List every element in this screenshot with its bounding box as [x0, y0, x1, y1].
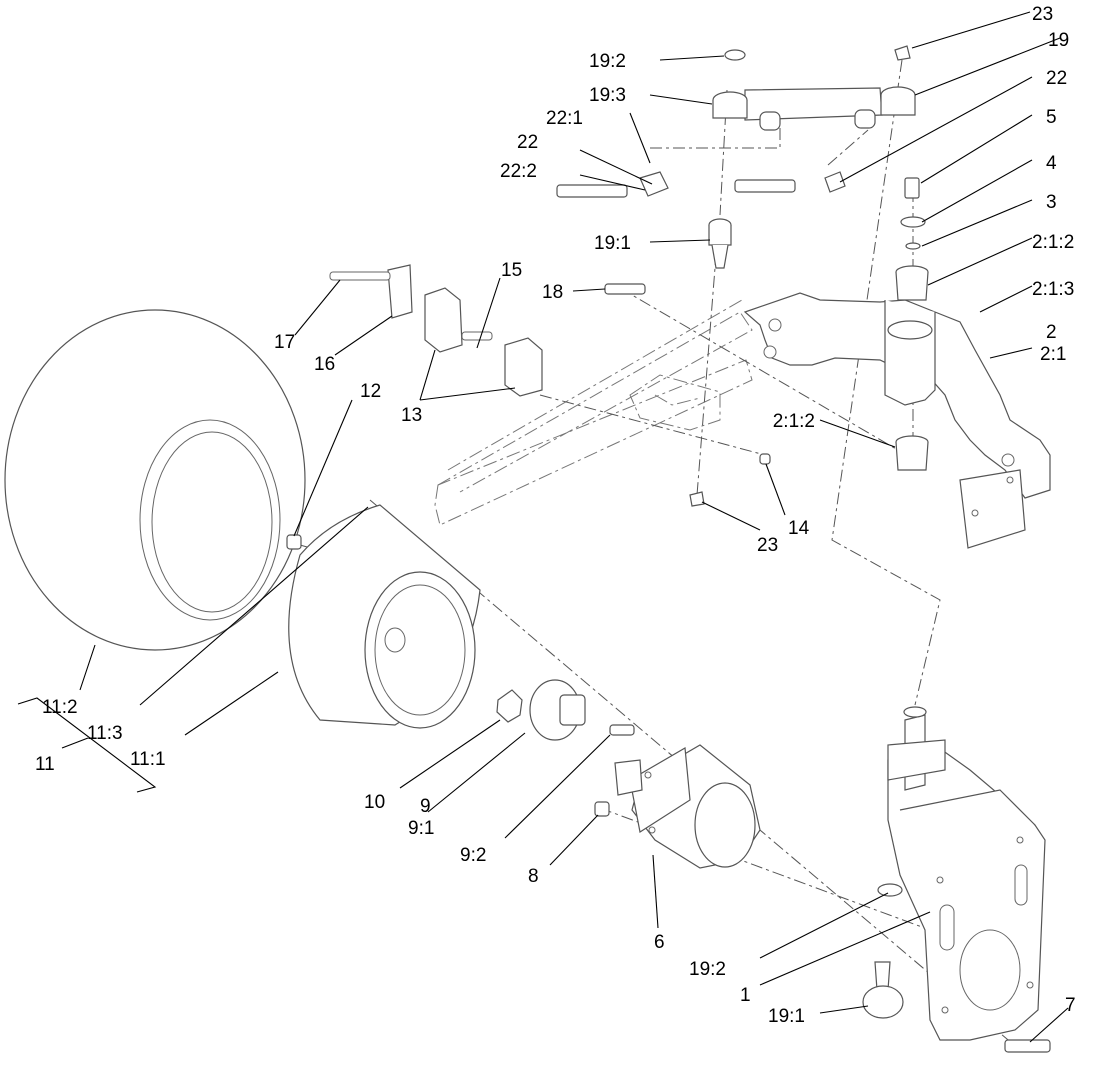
callout-18: 18 [542, 282, 563, 303]
leader-lines [17, 11, 1069, 1043]
hub [529, 679, 586, 741]
wheel-motor [614, 744, 761, 869]
callout-16: 16 [314, 354, 335, 375]
hydraulic-fitting-left [556, 171, 669, 198]
callout-22-1: 22:1 [546, 108, 583, 129]
callout-2-1-2-mid: 2:1:2 [773, 411, 815, 432]
callout-23-top: 23 [1032, 4, 1053, 25]
callout-6: 6 [654, 932, 665, 953]
callout-2-1-3: 2:1:3 [1032, 279, 1074, 300]
caster-arm [743, 292, 1051, 549]
callout-19-2-top: 19:2 [589, 51, 626, 72]
callout-7: 7 [1065, 995, 1076, 1016]
caster-fork [887, 706, 1046, 1041]
callout-11-2: 11:2 [42, 697, 78, 718]
callout-labels: 23 19 22 5 4 3 2:1:2 2:1:3 2 2:1 2:1:2 1… [35, 4, 1076, 1027]
callout-4: 4 [1046, 153, 1057, 174]
callout-22-right: 22 [1046, 68, 1067, 89]
hydraulic-fitting-right [734, 171, 846, 193]
callout-15: 15 [501, 260, 522, 281]
callout-23-mid: 23 [757, 535, 778, 556]
callout-19-1-top: 19:1 [594, 233, 631, 254]
callout-13: 13 [401, 405, 422, 426]
callout-19: 19 [1048, 30, 1069, 51]
callout-9-2: 9:2 [460, 845, 486, 866]
callout-2: 2 [1046, 322, 1057, 343]
callout-19-3: 19:3 [589, 85, 626, 106]
ball-joint-bottom [862, 961, 904, 1019]
callout-8: 8 [528, 866, 539, 887]
callout-5: 5 [1046, 107, 1057, 128]
callout-2-1-2-top: 2:1:2 [1032, 232, 1074, 253]
tire-and-wheel [4, 309, 481, 729]
mower-frame-phantom [434, 299, 753, 526]
fasteners [286, 45, 1051, 1053]
callout-11-3: 11:3 [87, 723, 123, 744]
callout-1: 1 [740, 985, 751, 1006]
callout-22-2: 22:2 [500, 161, 537, 182]
callout-11-1: 11:1 [130, 749, 166, 770]
callout-2-1: 2:1 [1040, 344, 1066, 365]
hub-nut [496, 689, 523, 723]
ball-joint-top [708, 218, 732, 269]
callout-17: 17 [274, 332, 295, 353]
callout-19-1-bottom: 19:1 [768, 1006, 805, 1027]
callout-22-left: 22 [517, 132, 538, 153]
callout-11: 11 [35, 754, 55, 775]
clamp-blocks [329, 264, 543, 397]
hub-stud [609, 724, 635, 736]
callout-14: 14 [788, 518, 810, 539]
callout-10: 10 [364, 792, 385, 813]
callout-19-2-bottom: 19:2 [689, 959, 726, 980]
callout-12: 12 [360, 381, 381, 402]
callout-9: 9 [420, 796, 431, 817]
callout-3: 3 [1046, 192, 1057, 213]
bushing-top [895, 265, 929, 301]
bushing-mid [895, 435, 929, 471]
steering-cylinder [712, 86, 916, 131]
callout-9-1: 9:1 [408, 818, 434, 839]
